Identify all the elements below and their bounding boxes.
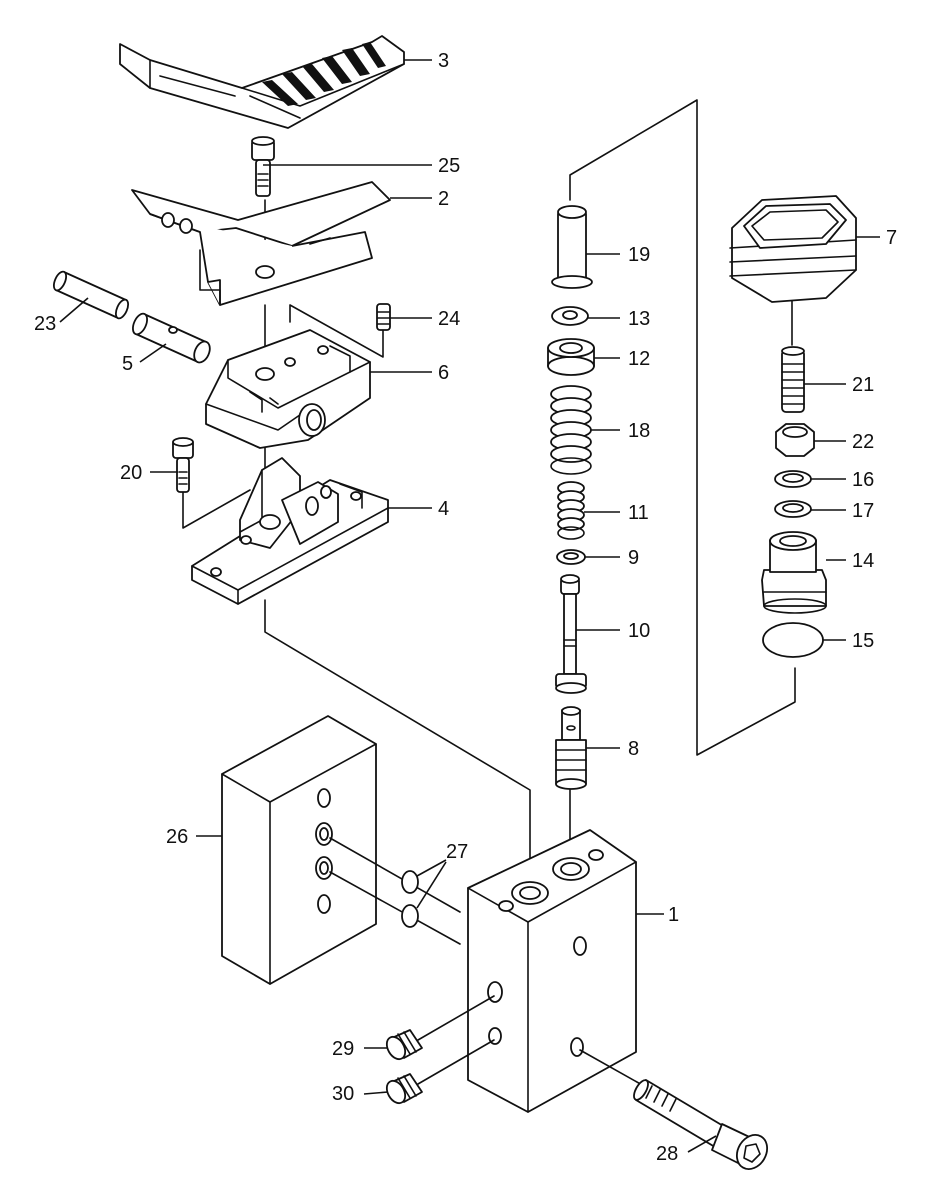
threaded-rod-21 bbox=[781, 346, 805, 413]
callout-5: 5 bbox=[122, 353, 133, 375]
callout-2: 2 bbox=[438, 188, 449, 210]
pedal-pad bbox=[119, 35, 405, 129]
callout-29: 29 bbox=[332, 1038, 354, 1060]
plug-30 bbox=[385, 1039, 495, 1105]
callout-10: 10 bbox=[628, 620, 650, 642]
o-ring-15 bbox=[762, 622, 824, 658]
callout-30: 30 bbox=[332, 1083, 354, 1105]
callout-9: 9 bbox=[628, 547, 639, 569]
callout-6: 6 bbox=[438, 362, 449, 384]
callout-28: 28 bbox=[656, 1143, 678, 1165]
pedal-bracket bbox=[131, 181, 391, 306]
washer-13 bbox=[551, 306, 589, 326]
guide-bushing-14 bbox=[761, 531, 827, 614]
screw-25 bbox=[251, 136, 275, 197]
washer-16 bbox=[774, 470, 812, 488]
callout-1: 1 bbox=[668, 904, 679, 926]
callout-21: 21 bbox=[852, 374, 874, 396]
callout-20: 20 bbox=[120, 462, 142, 484]
spool-8 bbox=[555, 706, 587, 790]
base-plate bbox=[191, 457, 389, 605]
plug-29 bbox=[385, 995, 495, 1061]
plunger-10 bbox=[555, 574, 587, 694]
callout-22: 22 bbox=[852, 431, 874, 453]
sleeve-5 bbox=[132, 312, 211, 364]
callout-14: 14 bbox=[852, 550, 874, 572]
callout-27: 27 bbox=[446, 841, 468, 863]
callout-16: 16 bbox=[852, 469, 874, 491]
callout-8: 8 bbox=[628, 738, 639, 760]
callout-24: 24 bbox=[438, 308, 460, 330]
seat-12 bbox=[547, 338, 595, 376]
callout-25: 25 bbox=[438, 155, 460, 177]
o-rings-27 bbox=[401, 859, 447, 928]
callout-19: 19 bbox=[628, 244, 650, 266]
nut-22 bbox=[775, 423, 815, 457]
callout-7: 7 bbox=[886, 227, 897, 249]
spring-11 bbox=[557, 481, 585, 540]
callout-23: 23 bbox=[34, 313, 56, 335]
mounting-block-26 bbox=[221, 715, 461, 985]
bolt-28 bbox=[579, 1049, 768, 1170]
callout-18: 18 bbox=[628, 420, 650, 442]
callout-4: 4 bbox=[438, 498, 449, 520]
callout-11: 11 bbox=[628, 502, 649, 524]
rubber-boot-7 bbox=[729, 195, 857, 303]
pin-23 bbox=[52, 270, 130, 320]
callout-12: 12 bbox=[628, 348, 650, 370]
washer-9 bbox=[556, 549, 586, 565]
callout-3: 3 bbox=[438, 50, 449, 72]
leader-lines bbox=[59, 59, 880, 1153]
spring-18 bbox=[550, 385, 592, 475]
screw-20 bbox=[172, 437, 194, 493]
piston-19 bbox=[551, 205, 593, 289]
callout-15: 15 bbox=[852, 630, 874, 652]
callout-13: 13 bbox=[628, 308, 650, 330]
washer-17 bbox=[774, 500, 812, 518]
pivot-block bbox=[205, 329, 371, 449]
callout-26: 26 bbox=[166, 826, 188, 848]
valve-body-1 bbox=[467, 829, 637, 1113]
callout-17: 17 bbox=[852, 500, 874, 522]
set-screw-24 bbox=[376, 303, 391, 331]
callout-labels: 3 25 2 24 6 4 23 5 20 19 13 12 18 11 9 1… bbox=[34, 50, 897, 1165]
